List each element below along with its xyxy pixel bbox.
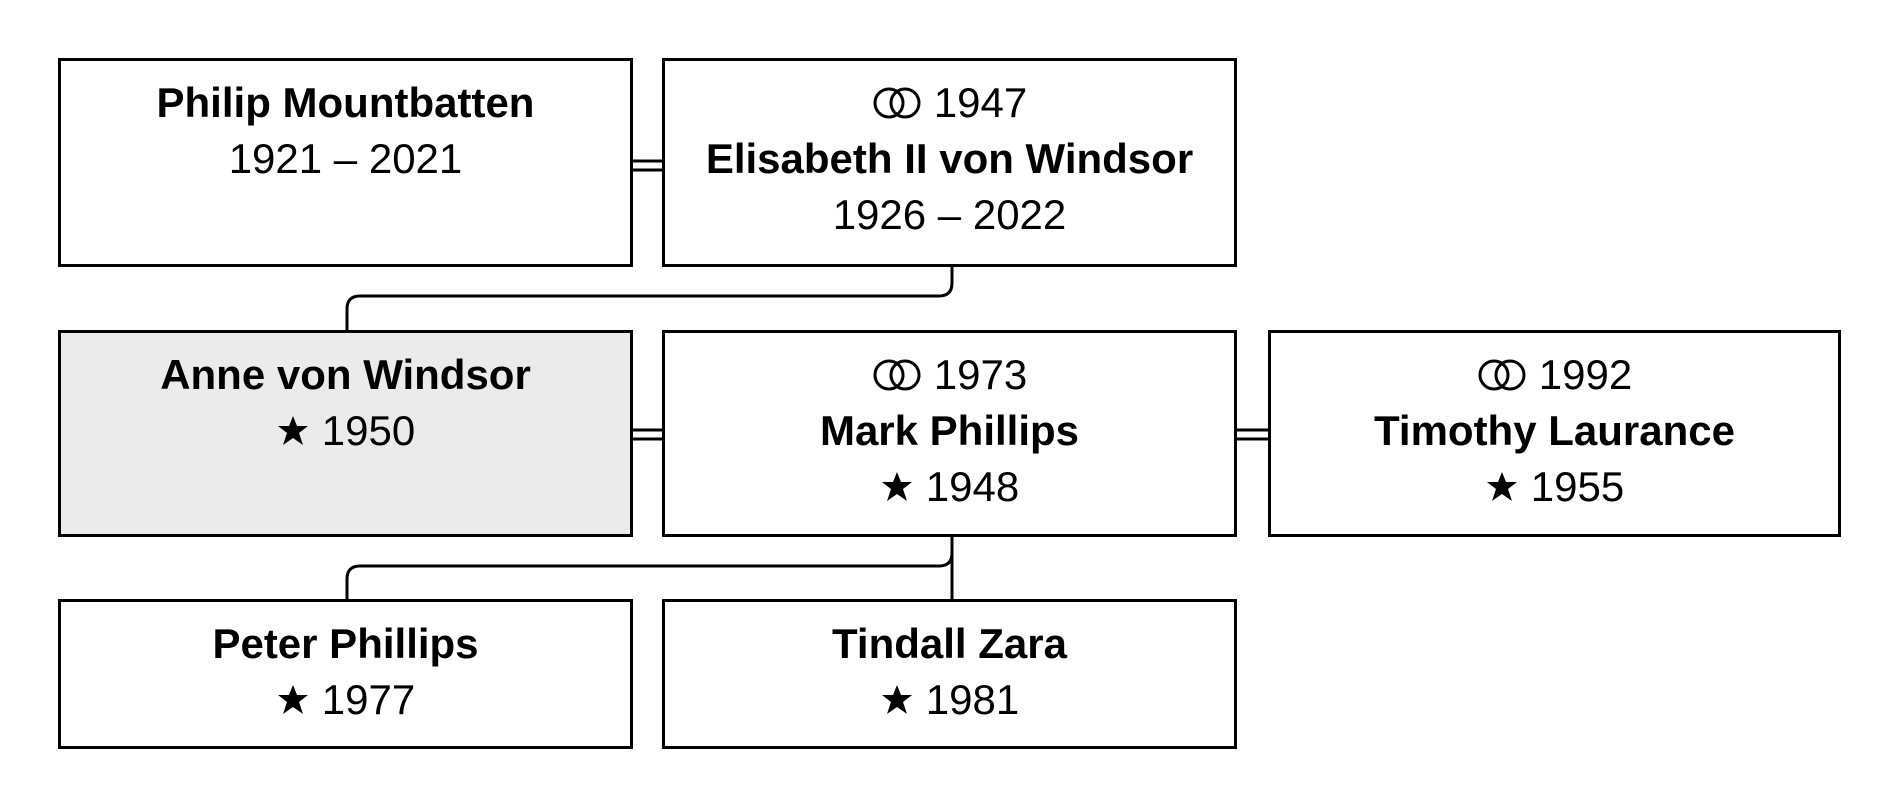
marriage-line: 1973 <box>872 347 1027 403</box>
person-box-philip: Philip Mountbatten 1921 – 2021 <box>58 58 633 267</box>
marriage-line: 1992 <box>1477 347 1632 403</box>
birth-year: 1981 <box>925 676 1020 723</box>
person-box-zara: Tindall Zara 1981 <box>662 599 1237 749</box>
birth-year: 1977 <box>321 676 416 723</box>
person-name: Anne von Windsor <box>160 351 531 398</box>
marriage-connector-mark-timothy <box>1237 428 1268 441</box>
star-icon <box>277 685 308 714</box>
person-name: Timothy Laurance <box>1374 407 1735 454</box>
star-icon <box>1486 472 1517 501</box>
person-box-elisabeth: 1947 Elisabeth II von Windsor 1926 – 202… <box>662 58 1237 267</box>
marriage-year: 1973 <box>933 351 1028 398</box>
person-name: Philip Mountbatten <box>156 79 535 126</box>
descent-line-peter <box>345 537 954 599</box>
birth-line: 1981 <box>880 672 1019 728</box>
person-box-timothy: 1992 Timothy Laurance 1955 <box>1268 330 1841 537</box>
birth-line: 1977 <box>276 672 415 728</box>
person-name: Tindall Zara <box>832 620 1067 667</box>
person-name: Mark Phillips <box>819 407 1080 454</box>
birth-year: 1948 <box>925 463 1020 510</box>
birth-line: 1955 <box>1485 459 1624 515</box>
person-name: Elisabeth II von Windsor <box>705 135 1194 182</box>
birth-line: 1948 <box>880 459 1019 515</box>
birth-line: 1950 <box>276 403 415 459</box>
star-icon <box>881 472 912 501</box>
person-box-peter: Peter Phillips 1977 <box>58 599 633 749</box>
person-box-anne: Anne von Windsor 1950 <box>58 330 633 537</box>
marriage-year: 1947 <box>933 79 1028 126</box>
life-dates: 1926 – 2022 <box>832 191 1067 238</box>
marriage-year: 1992 <box>1538 351 1633 398</box>
descent-line-anne <box>345 267 954 330</box>
marriage-line: 1947 <box>872 75 1027 131</box>
person-name: Peter Phillips <box>212 620 479 667</box>
interlocked-rings-icon <box>873 359 921 391</box>
star-icon <box>277 416 308 445</box>
person-box-mark: 1973 Mark Phillips 1948 <box>662 330 1237 537</box>
marriage-connector-philip-elisabeth <box>633 159 662 172</box>
marriage-connector-anne-mark <box>633 428 662 441</box>
star-icon <box>881 685 912 714</box>
life-dates: 1921 – 2021 <box>228 135 463 182</box>
birth-year: 1955 <box>1530 463 1625 510</box>
interlocked-rings-icon <box>873 87 921 119</box>
birth-year: 1950 <box>321 407 416 454</box>
interlocked-rings-icon <box>1478 359 1526 391</box>
